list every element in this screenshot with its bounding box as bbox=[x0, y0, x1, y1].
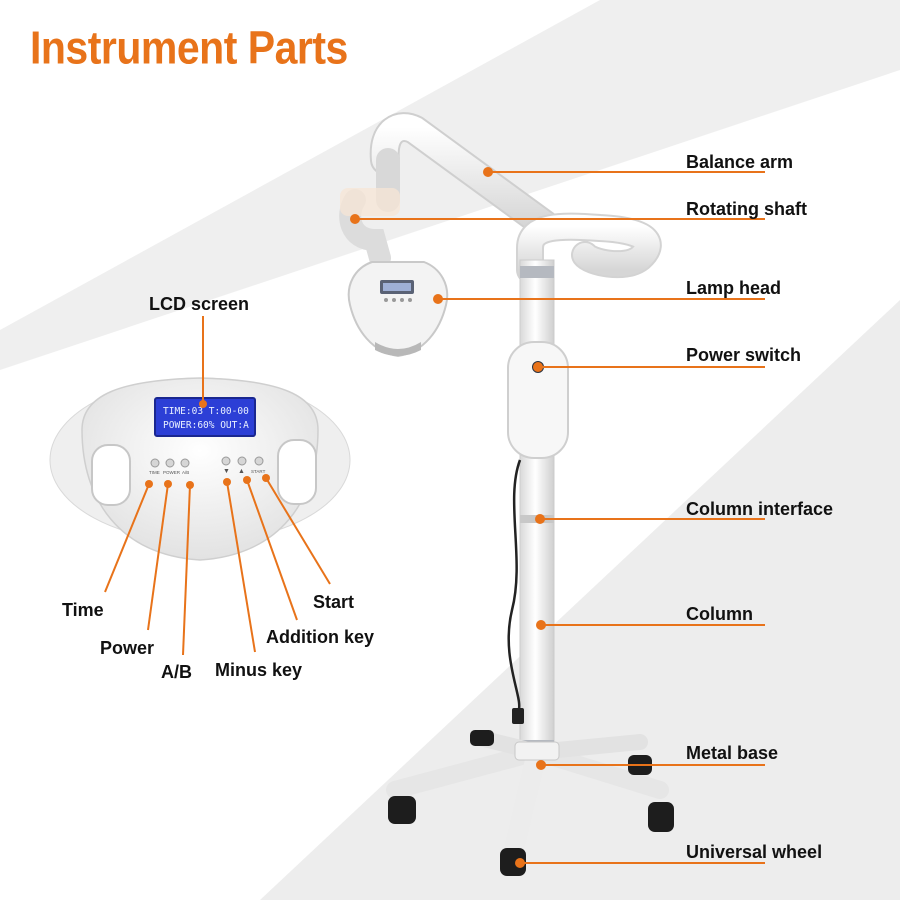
key-label-minus: ▼ bbox=[223, 468, 230, 475]
key-label-plus: ▲ bbox=[238, 468, 245, 475]
lcd-line-2: POWER:60% OUT:A bbox=[163, 420, 249, 431]
label-column: Column bbox=[686, 604, 753, 624]
label-power-switch: Power switch bbox=[686, 345, 802, 365]
label-lamp-head: Lamp head bbox=[686, 278, 782, 298]
label-minus-key: Minus key bbox=[215, 660, 303, 680]
balance-arm-shape bbox=[339, 112, 662, 284]
label-power: Power bbox=[100, 638, 155, 658]
key-label-time: TIME bbox=[149, 470, 160, 475]
background-band-top bbox=[0, 0, 900, 370]
label-metal-base: Metal base bbox=[686, 743, 779, 763]
key-label-ab: A/B bbox=[182, 470, 189, 475]
key-label-start: START bbox=[251, 469, 266, 474]
callout-dots bbox=[145, 167, 546, 868]
key-label-power: POWER bbox=[163, 470, 181, 475]
label-rotating-shaft: Rotating shaft bbox=[686, 199, 807, 219]
label-balance-arm: Balance arm bbox=[686, 152, 794, 172]
background-band-main bbox=[260, 300, 900, 900]
lamp-head-shape bbox=[347, 261, 449, 358]
callout-lines bbox=[104, 171, 765, 864]
lcd-line-1: TIME:03 T:00-00 bbox=[163, 406, 249, 417]
label-addition-key: Addition key bbox=[266, 627, 375, 647]
label-start: Start bbox=[313, 592, 355, 612]
page-title: Instrument Parts bbox=[30, 22, 348, 74]
label-ab: A/B bbox=[161, 662, 192, 682]
label-lcd-screen: LCD screen bbox=[149, 294, 250, 314]
label-time: Time bbox=[62, 600, 104, 620]
metal-base-shape bbox=[386, 730, 669, 855]
label-universal-wheel: Universal wheel bbox=[686, 842, 823, 862]
power-cable bbox=[507, 459, 522, 713]
label-column-interface: Column interface bbox=[686, 499, 834, 519]
